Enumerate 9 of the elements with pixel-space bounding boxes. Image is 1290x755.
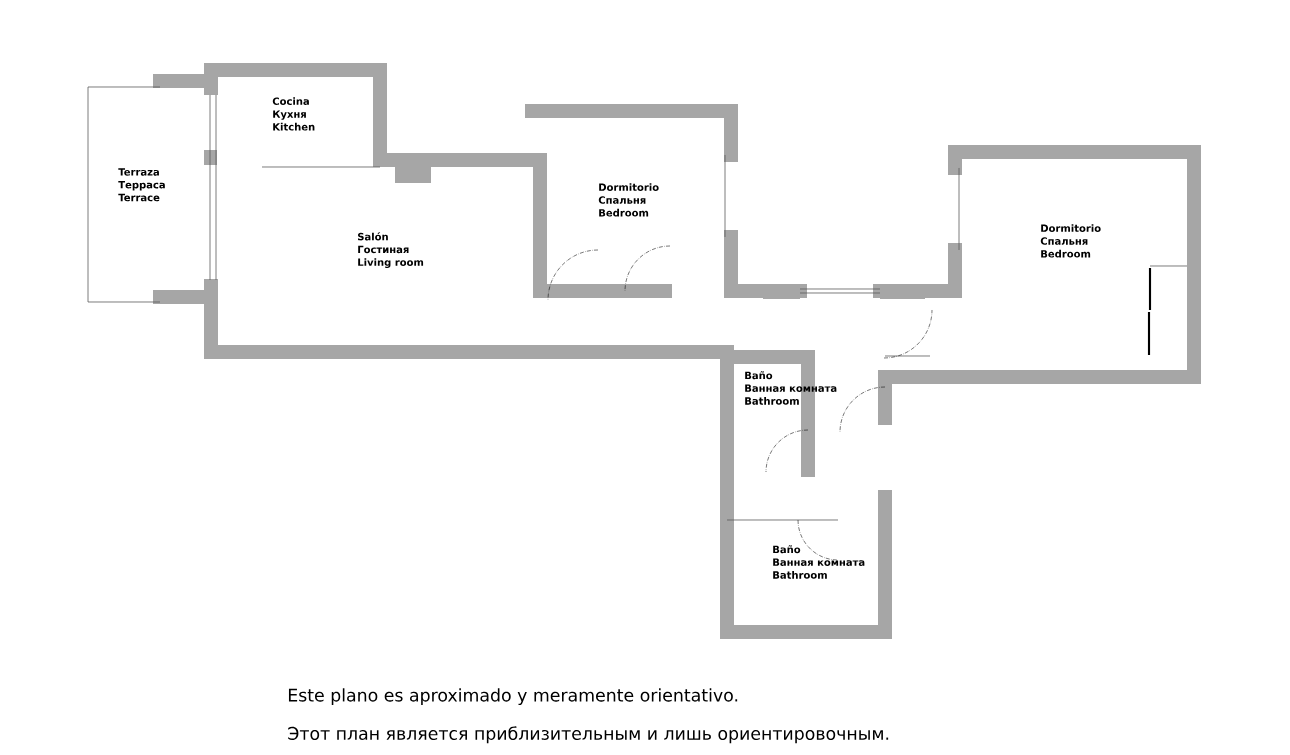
room-label: Baño Ванная комната Bathroom — [745, 371, 837, 405]
note-text: Этот план является приблизительным и лишь ориентировочным. — [288, 726, 889, 744]
room-label: Cocina Кухня Kitchen — [272, 97, 315, 131]
room-label: Terraza Терраса Terrace — [118, 168, 165, 202]
room-label: Dormitorio Спальня Bedroom — [598, 183, 659, 217]
room-label: Salón Гостиная Living room — [358, 232, 424, 268]
note-text: Este plano es aproximado y meramente orientativo. — [288, 688, 738, 706]
room-label: Baño Ванная комната Bathroom — [773, 545, 865, 579]
room-label: Dormitorio Спальня Bedroom — [1040, 224, 1101, 258]
